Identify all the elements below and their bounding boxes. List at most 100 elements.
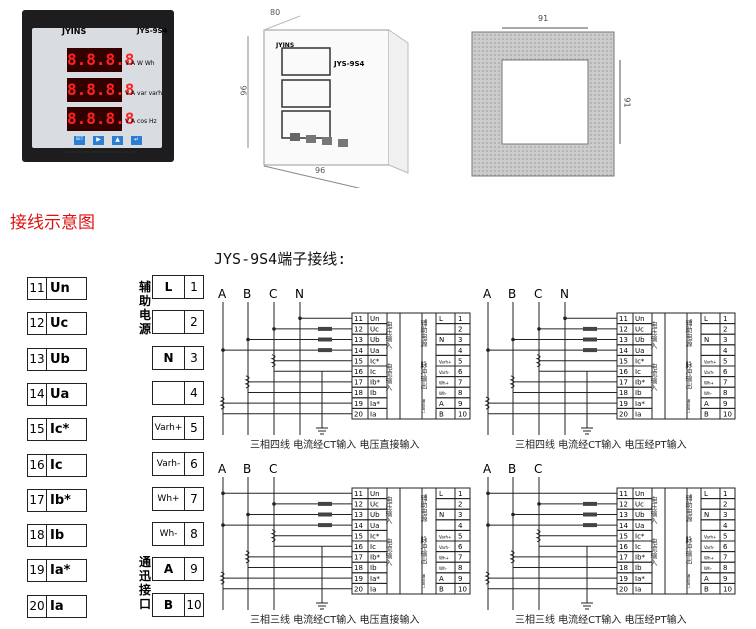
current-in-label: 电流输入 bbox=[650, 362, 658, 391]
maker-label: SHANGHAI JYINS METERS ELECTRICAL CO.,LTD bbox=[66, 150, 136, 154]
terminal-label: Ia* bbox=[370, 575, 380, 583]
diagram-caption: 三相四线 电流经CT输入 电压经PT输入 bbox=[515, 438, 687, 451]
terminal-number: 18 bbox=[354, 564, 363, 572]
terminal-signal: A bbox=[439, 575, 444, 583]
fuse-icon bbox=[318, 501, 332, 506]
model-label: JYS-9S4 bbox=[137, 27, 168, 35]
terminal-number: 16 bbox=[354, 543, 363, 551]
terminal-signal: Varh- bbox=[439, 545, 450, 550]
comm-label: 通迅接口 bbox=[686, 573, 691, 589]
pulse-out-label: 脉冲输出 bbox=[420, 360, 428, 390]
voltage-in-label: 电压输入 bbox=[385, 320, 393, 349]
terminal-label: Ia* bbox=[370, 400, 380, 408]
fuse-icon bbox=[318, 523, 332, 528]
terminal-number: 12 bbox=[619, 501, 628, 509]
terminal-number: 5 bbox=[723, 532, 727, 540]
phase-label: C bbox=[534, 462, 542, 476]
pulse-out-label: 脉冲输出 bbox=[685, 535, 693, 565]
terminal-number: 17 bbox=[28, 489, 47, 511]
phase-label: B bbox=[508, 287, 516, 301]
terminal-number: 8 bbox=[190, 527, 198, 542]
phase-label: C bbox=[269, 287, 277, 301]
terminal-label: Ib* bbox=[50, 492, 71, 508]
terminal-label: Ic* bbox=[50, 422, 70, 438]
terminal-number: 9 bbox=[458, 400, 462, 408]
terminal-5: Varh+5 bbox=[152, 416, 204, 441]
terminal-number: 2 bbox=[190, 315, 198, 330]
terminal-number: 7 bbox=[190, 491, 198, 506]
outline-drawing-svg bbox=[247, 15, 409, 194]
terminal-label: Ic bbox=[50, 457, 63, 473]
voltage-in-label: 电压输入 bbox=[650, 495, 658, 524]
terminal-number: 11 bbox=[354, 315, 363, 323]
terminal-signal: L bbox=[704, 315, 708, 323]
fuse-icon bbox=[318, 348, 332, 353]
terminal-number: 11 bbox=[619, 315, 628, 323]
terminal-signal: N bbox=[704, 511, 709, 519]
terminal-6: Varh-6 bbox=[152, 451, 204, 476]
phase-label: N bbox=[295, 287, 304, 301]
terminal-label: Un bbox=[370, 315, 380, 323]
voltage-in-label: 电压输入 bbox=[650, 320, 658, 349]
terminal-signal: Wh+ bbox=[439, 556, 449, 561]
terminal-signal: Wh+ bbox=[153, 487, 185, 510]
terminal-number: 4 bbox=[458, 522, 463, 530]
terminal-number: 18 bbox=[619, 389, 628, 397]
next-button: ▶ bbox=[93, 136, 104, 145]
terminal-number: 12 bbox=[28, 313, 47, 335]
pulse-out-label: 脉冲输出 bbox=[420, 535, 428, 565]
terminal-number: 2 bbox=[458, 501, 462, 509]
terminal-signal bbox=[153, 381, 185, 404]
terminal-number: 20 bbox=[619, 410, 628, 418]
ground-icon bbox=[581, 602, 593, 610]
terminal-number: 2 bbox=[723, 501, 727, 509]
terminal-signal: N bbox=[704, 336, 709, 344]
terminal-number: 2 bbox=[723, 326, 727, 334]
terminal-number: 19 bbox=[354, 575, 363, 583]
terminal-label: Ib bbox=[50, 528, 65, 544]
terminal-label: Ua bbox=[50, 386, 70, 402]
terminal-number: 20 bbox=[619, 585, 628, 593]
units-row-3: V A cos Hz bbox=[125, 118, 157, 125]
terminal-number: 8 bbox=[723, 389, 727, 397]
terminal-number: 12 bbox=[354, 501, 363, 509]
terminal-signal: L bbox=[439, 490, 443, 498]
fuse-icon bbox=[583, 348, 597, 353]
terminal-number: 15 bbox=[619, 357, 628, 365]
phase-label: C bbox=[269, 462, 277, 476]
terminal-signal: Wh+ bbox=[704, 556, 714, 561]
terminal-number: 14 bbox=[354, 347, 363, 355]
wiring-title: JYS-9S4端子接线: bbox=[214, 250, 347, 268]
terminal-number: 18 bbox=[28, 525, 47, 547]
phase-label: N bbox=[560, 287, 569, 301]
terminal-label: Ia bbox=[370, 585, 376, 593]
terminal-number: 20 bbox=[28, 595, 47, 617]
model-label-drawing: JYS-9S4 bbox=[334, 60, 365, 68]
terminal-signal: Wh- bbox=[153, 523, 185, 546]
terminal-signal: A bbox=[704, 400, 709, 408]
terminal-number: 2 bbox=[458, 326, 462, 334]
current-in-label: 电流输入 bbox=[385, 362, 393, 391]
set-button: SET bbox=[74, 136, 85, 145]
terminal-number: 15 bbox=[354, 532, 363, 540]
terminal-label: Ic* bbox=[635, 357, 645, 365]
fuse-icon bbox=[583, 501, 597, 506]
section-title: 接线示意图 bbox=[10, 213, 95, 233]
comm-port-label: 通迅接口 bbox=[139, 555, 152, 611]
terminal-number: 11 bbox=[354, 490, 363, 498]
ct-coil-icon bbox=[509, 550, 515, 564]
terminal-number: 9 bbox=[723, 575, 727, 583]
terminal-label: Ia bbox=[635, 585, 641, 593]
cutout-svg bbox=[471, 27, 621, 177]
terminal-number: 5 bbox=[458, 357, 462, 365]
terminal-number: 7 bbox=[458, 379, 462, 387]
terminal-4: 4 bbox=[152, 380, 204, 405]
terminal-number: 16 bbox=[354, 368, 363, 376]
terminal-number: 10 bbox=[458, 410, 467, 418]
